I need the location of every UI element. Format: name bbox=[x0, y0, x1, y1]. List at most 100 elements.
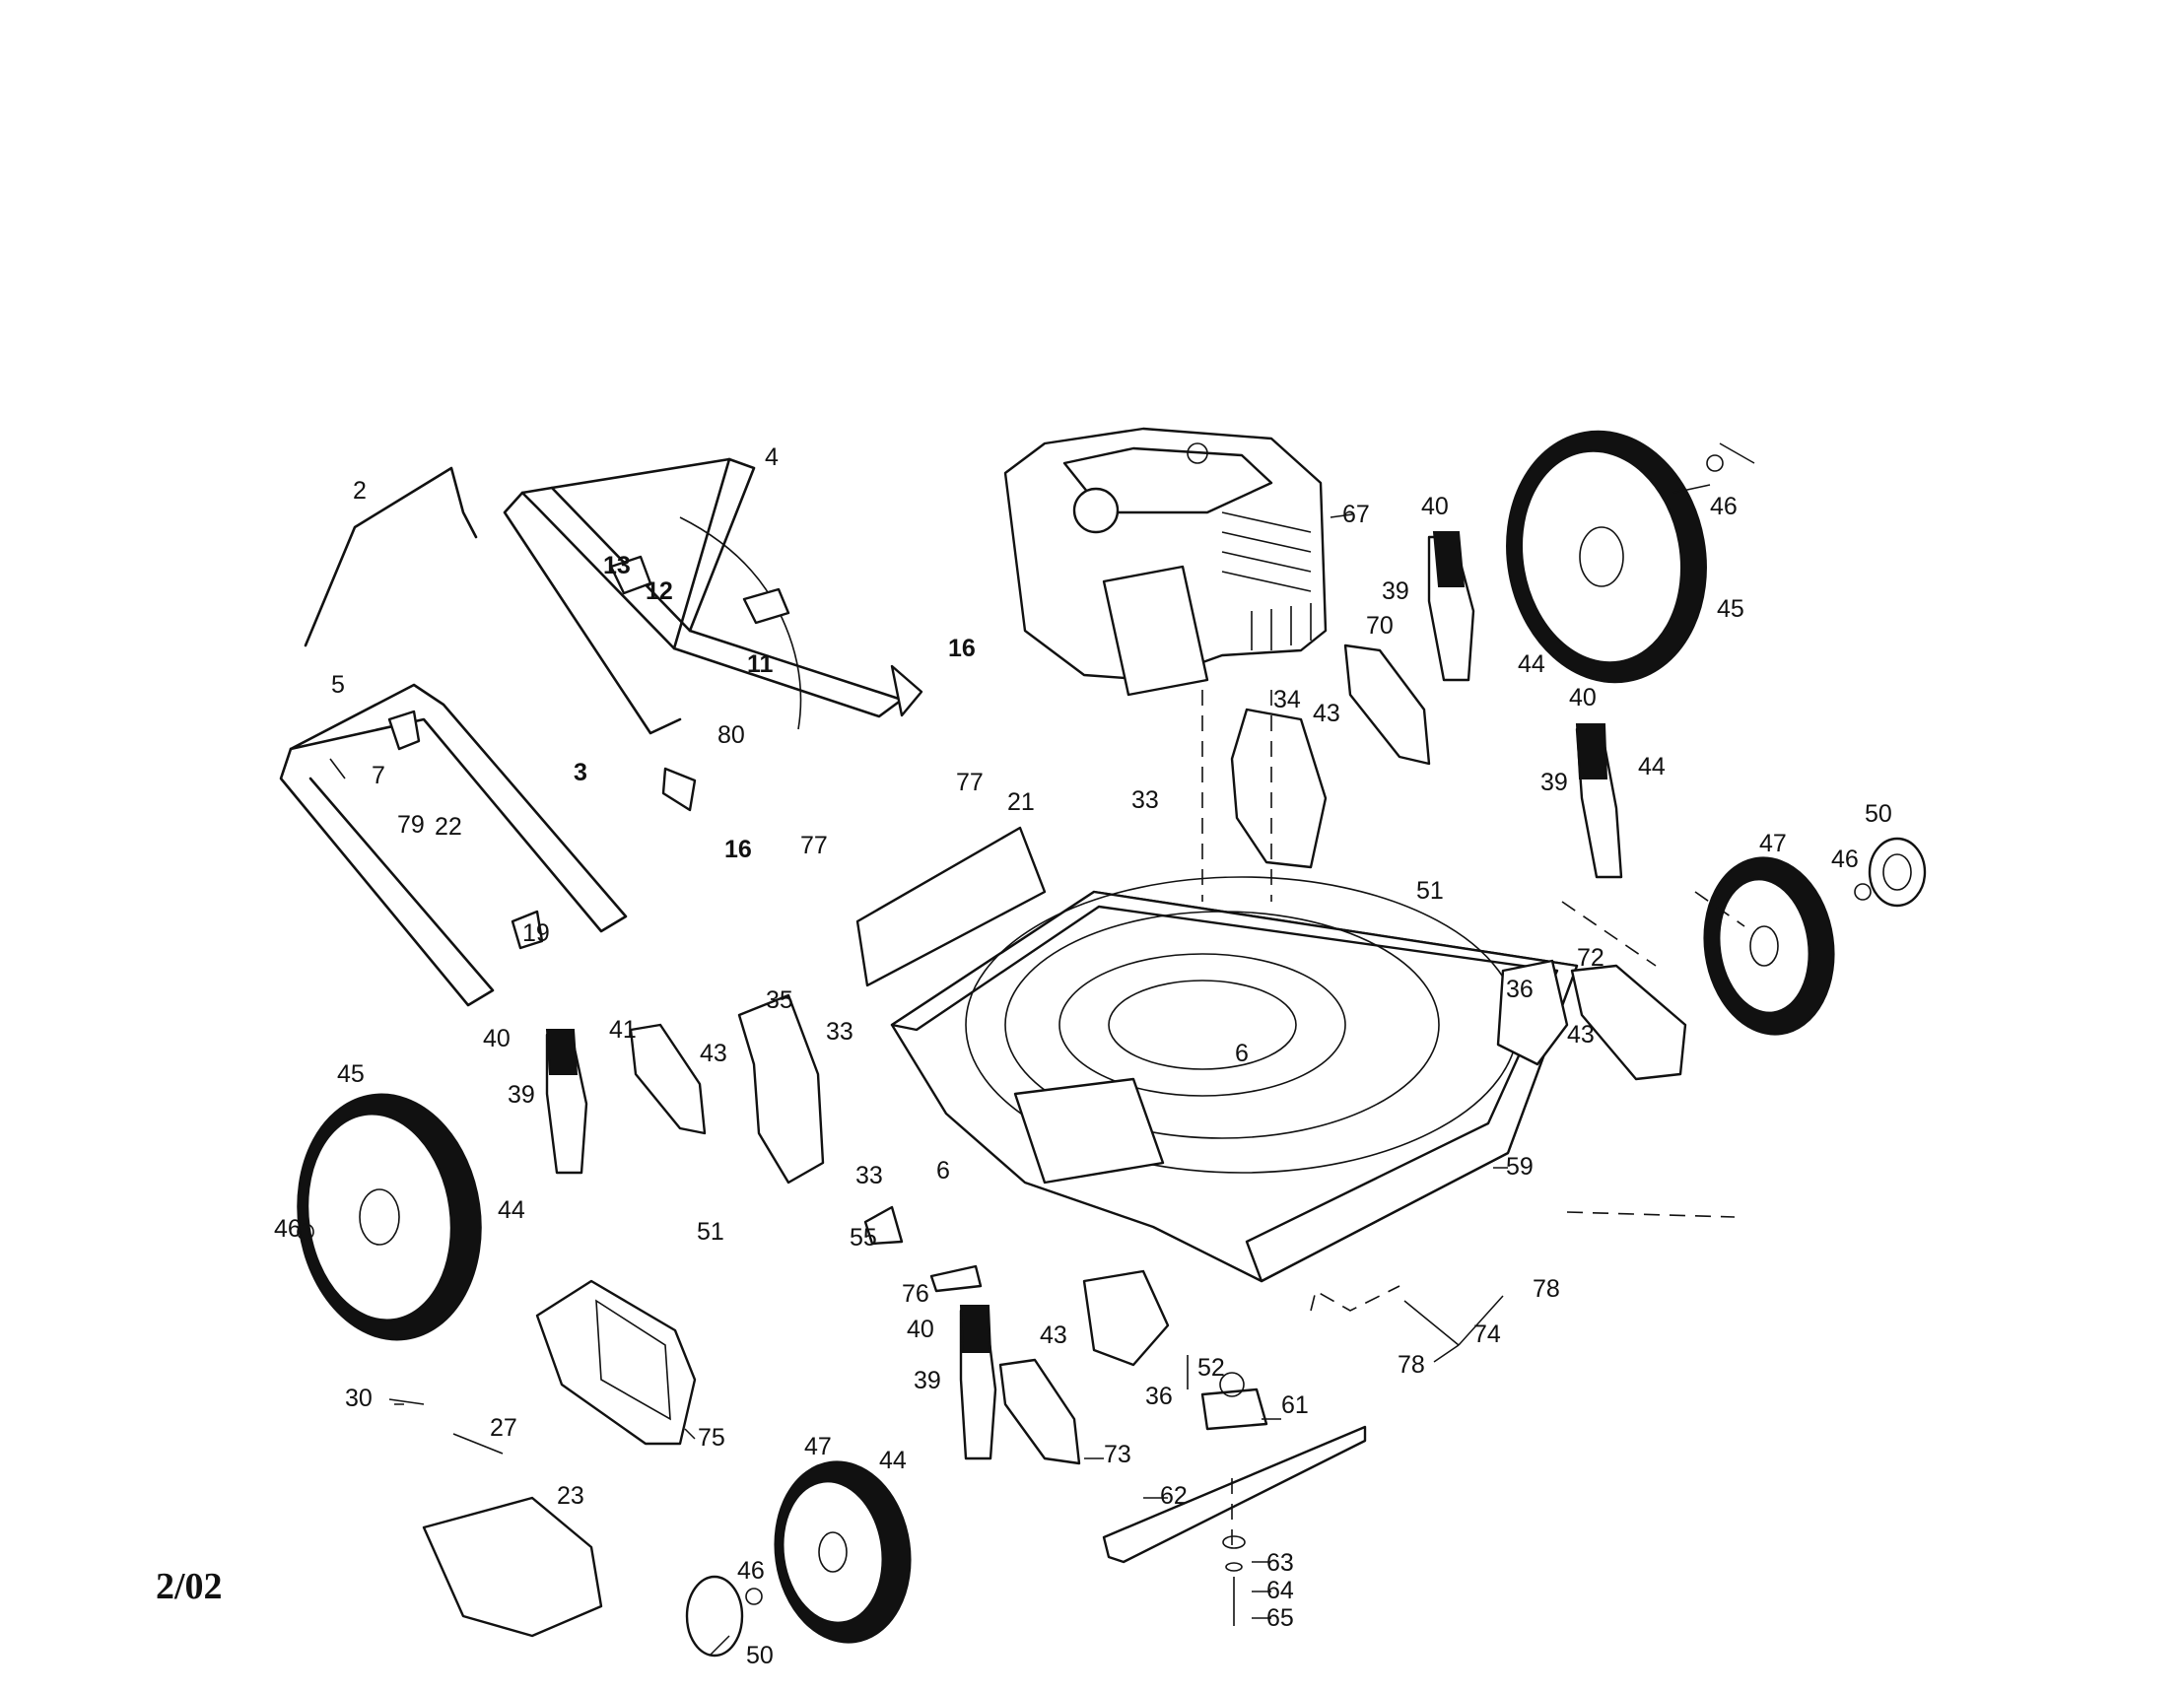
rod-30 bbox=[388, 1398, 425, 1405]
callout-73: 73 bbox=[1104, 1441, 1131, 1468]
callout-40: 40 bbox=[1421, 493, 1449, 520]
callout-27: 27 bbox=[490, 1414, 517, 1442]
callout-43: 43 bbox=[1567, 1021, 1595, 1049]
callout-21: 21 bbox=[1007, 788, 1035, 816]
bracket-36b bbox=[1082, 1269, 1170, 1367]
lower-handle bbox=[279, 683, 628, 1007]
wheel-45-rear-right bbox=[1506, 430, 1707, 684]
bag-frame-75 bbox=[535, 1279, 697, 1446]
callout-44: 44 bbox=[1638, 753, 1666, 780]
callout-77: 77 bbox=[800, 832, 828, 859]
callout-19: 19 bbox=[522, 919, 550, 947]
callout-75: 75 bbox=[698, 1424, 725, 1452]
callout-76: 76 bbox=[902, 1280, 929, 1308]
callout-43: 43 bbox=[700, 1040, 727, 1067]
bracket-35 bbox=[737, 993, 825, 1185]
callout-30: 30 bbox=[345, 1385, 373, 1412]
bracket-36a bbox=[1496, 959, 1569, 1066]
callout-74: 74 bbox=[1473, 1321, 1501, 1348]
pad-76 bbox=[929, 1264, 983, 1293]
callout-4: 4 bbox=[765, 443, 779, 471]
callout-33: 33 bbox=[855, 1162, 883, 1189]
callout-45: 45 bbox=[1717, 595, 1744, 623]
callout-52: 52 bbox=[1197, 1354, 1225, 1382]
height-plate-70 bbox=[1343, 643, 1431, 766]
callout-46: 46 bbox=[1831, 846, 1859, 873]
wheel-47-front-right bbox=[1703, 856, 1835, 1036]
callout-44: 44 bbox=[1518, 650, 1545, 678]
callout-40: 40 bbox=[483, 1025, 511, 1052]
grip-40b bbox=[1575, 723, 1608, 779]
callout-77: 77 bbox=[956, 769, 984, 796]
callout-12: 12 bbox=[646, 577, 673, 605]
callout-47: 47 bbox=[804, 1433, 832, 1460]
callout-39: 39 bbox=[508, 1081, 535, 1109]
callout-43: 43 bbox=[1040, 1321, 1067, 1349]
engine bbox=[1003, 427, 1328, 697]
grip-40c bbox=[545, 1029, 579, 1075]
handle-bracket bbox=[304, 466, 478, 647]
height-plate-72 bbox=[1570, 964, 1687, 1081]
spring-27 bbox=[452, 1433, 504, 1455]
callout-72: 72 bbox=[1577, 944, 1604, 972]
callout-40: 40 bbox=[907, 1316, 934, 1343]
callout-39: 39 bbox=[1382, 577, 1409, 605]
callout-79: 79 bbox=[397, 811, 425, 839]
callout-47: 47 bbox=[1759, 830, 1787, 857]
callout-39: 39 bbox=[1540, 769, 1568, 796]
callout-6: 6 bbox=[936, 1157, 950, 1185]
callout-62: 62 bbox=[1160, 1482, 1188, 1510]
callout-35: 35 bbox=[766, 986, 793, 1014]
callout-13: 13 bbox=[603, 552, 631, 579]
callout-6: 6 bbox=[1235, 1040, 1249, 1067]
callout-46: 46 bbox=[737, 1557, 765, 1585]
callout-70: 70 bbox=[1366, 612, 1394, 640]
adapter-61 bbox=[1200, 1388, 1268, 1431]
callout-46: 46 bbox=[274, 1215, 302, 1243]
blade-62 bbox=[1102, 1425, 1367, 1564]
side-panel bbox=[855, 826, 1047, 987]
callout-80: 80 bbox=[717, 721, 745, 749]
callout-44: 44 bbox=[498, 1196, 525, 1224]
callout-65: 65 bbox=[1266, 1604, 1294, 1632]
plug-55 bbox=[863, 1205, 904, 1246]
callout-3: 3 bbox=[574, 759, 587, 786]
callout-55: 55 bbox=[850, 1224, 877, 1252]
callout-33: 33 bbox=[826, 1018, 853, 1046]
callout-67: 67 bbox=[1342, 501, 1370, 528]
callout-59: 59 bbox=[1506, 1153, 1534, 1181]
grip-40d bbox=[959, 1305, 992, 1353]
washer-63 bbox=[1222, 1535, 1246, 1549]
callout-51: 51 bbox=[1416, 877, 1444, 905]
callout-36: 36 bbox=[1145, 1383, 1173, 1410]
callout-45: 45 bbox=[337, 1060, 365, 1088]
callout-2: 2 bbox=[353, 477, 367, 505]
callout-39: 39 bbox=[914, 1367, 941, 1394]
hubcap-50a bbox=[1868, 837, 1927, 908]
callout-33: 33 bbox=[1131, 786, 1159, 814]
height-plate-41 bbox=[629, 1023, 707, 1135]
wheel-45-rear-left bbox=[297, 1093, 482, 1341]
callout-61: 61 bbox=[1281, 1391, 1309, 1419]
callout-43: 43 bbox=[1313, 700, 1340, 727]
callout-50: 50 bbox=[1865, 800, 1892, 828]
callout-41: 41 bbox=[609, 1016, 637, 1044]
callout-16: 16 bbox=[724, 836, 752, 863]
washer-64 bbox=[1225, 1562, 1243, 1572]
date-stamp: 2/02 bbox=[156, 1566, 223, 1607]
callout-63: 63 bbox=[1266, 1549, 1294, 1577]
callout-34: 34 bbox=[1273, 686, 1301, 713]
discharge-chute-23 bbox=[422, 1496, 603, 1638]
callout-5: 5 bbox=[331, 671, 345, 699]
callout-64: 64 bbox=[1266, 1577, 1294, 1604]
callout-23: 23 bbox=[557, 1482, 584, 1510]
callout-50: 50 bbox=[746, 1642, 774, 1669]
callout-78: 78 bbox=[1398, 1351, 1425, 1379]
callout-51: 51 bbox=[697, 1218, 724, 1246]
callout-16: 16 bbox=[948, 635, 976, 662]
callout-11: 11 bbox=[747, 650, 774, 678]
height-plate-73 bbox=[998, 1358, 1081, 1465]
hubcap-50b bbox=[685, 1575, 744, 1658]
callout-40: 40 bbox=[1569, 684, 1597, 711]
